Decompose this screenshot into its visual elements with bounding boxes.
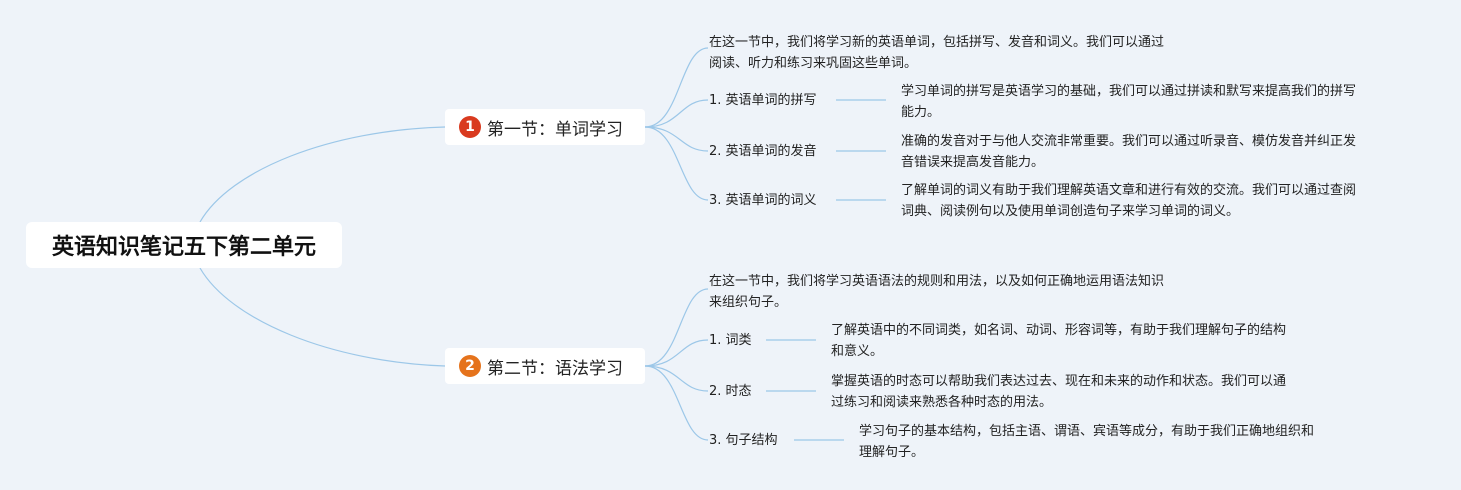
section-2-item-2[interactable]: 2. 时态	[709, 384, 752, 399]
detail-line: 了解英语中的不同词类，如名词、动词、形容词等，有助于我们理解句子的结构	[831, 323, 1287, 338]
section-1-item-2[interactable]: 2. 英语单词的发音	[709, 144, 817, 159]
root-topic[interactable]: 英语知识笔记五下第二单元	[26, 222, 342, 268]
section-1-item-3[interactable]: 3. 英语单词的词义	[709, 193, 817, 208]
section-1-intro-line-2: 阅读、听力和练习来巩固这些单词。	[709, 56, 918, 71]
detail-line: 和意义。	[831, 344, 884, 359]
detail-line: 词典、阅读例句以及使用单词创造句子来学习单词的词义。	[901, 204, 1240, 219]
section-2-item-2-detail[interactable]: 掌握英语的时态可以帮助我们表达过去、现在和未来的动作和状态。我们可以通 过练习和…	[831, 371, 1286, 413]
detail-line: 准确的发音对于与他人交流非常重要。我们可以通过听录音、模仿发音并纠正发	[901, 134, 1357, 149]
detail-line: 学习单词的拼写是英语学习的基础，我们可以通过拼读和默写来提高我们的拼写	[901, 84, 1357, 99]
section-1-item-2-detail[interactable]: 准确的发音对于与他人交流非常重要。我们可以通过听录音、模仿发音并纠正发 音错误来…	[901, 131, 1356, 173]
detail-line: 过练习和阅读来熟悉各种时态的用法。	[831, 395, 1053, 410]
section-2-item-3[interactable]: 3. 句子结构	[709, 433, 778, 448]
section-1-item-1[interactable]: 1. 英语单词的拼写	[709, 93, 817, 108]
section-2-intro[interactable]: 在这一节中，我们将学习英语语法的规则和用法，以及如何正确地运用语法知识 来组织句…	[709, 271, 1164, 313]
section-1-intro[interactable]: 在这一节中，我们将学习新的英语单词，包括拼写、发音和词义。我们可以通过 阅读、听…	[709, 32, 1164, 74]
section-2-number-badge: 2	[459, 355, 481, 377]
section-1-topic[interactable]: 1 第一节：单词学习	[445, 109, 645, 145]
section-1-item-1-detail[interactable]: 学习单词的拼写是英语学习的基础，我们可以通过拼读和默写来提高我们的拼写 能力。	[901, 81, 1356, 123]
section-2-title: 第二节：语法学习	[487, 358, 623, 379]
section-2-item-1[interactable]: 1. 词类	[709, 333, 752, 348]
section-1-number-badge: 1	[459, 116, 481, 138]
detail-line: 学习句子的基本结构，包括主语、谓语、宾语等成分，有助于我们正确地组织和	[859, 424, 1315, 439]
detail-line: 理解句子。	[859, 445, 925, 460]
section-2-intro-line-1: 在这一节中，我们将学习英语语法的规则和用法，以及如何正确地运用语法知识	[709, 274, 1165, 289]
section-2-topic[interactable]: 2 第二节：语法学习	[445, 348, 645, 384]
detail-line: 音错误来提高发音能力。	[901, 155, 1045, 170]
section-1-item-3-detail[interactable]: 了解单词的词义有助于我们理解英语文章和进行有效的交流。我们可以通过查阅 词典、阅…	[901, 180, 1356, 222]
detail-line: 了解单词的词义有助于我们理解英语文章和进行有效的交流。我们可以通过查阅	[901, 183, 1357, 198]
section-1-intro-line-1: 在这一节中，我们将学习新的英语单词，包括拼写、发音和词义。我们可以通过	[709, 35, 1165, 50]
detail-line: 能力。	[901, 105, 941, 120]
section-2-item-1-detail[interactable]: 了解英语中的不同词类，如名词、动词、形容词等，有助于我们理解句子的结构 和意义。	[831, 320, 1286, 362]
section-2-intro-line-2: 来组织句子。	[709, 295, 788, 310]
detail-line: 掌握英语的时态可以帮助我们表达过去、现在和未来的动作和状态。我们可以通	[831, 374, 1287, 389]
section-2-item-3-detail[interactable]: 学习句子的基本结构，包括主语、谓语、宾语等成分，有助于我们正确地组织和 理解句子…	[859, 421, 1314, 463]
section-1-title: 第一节：单词学习	[487, 119, 623, 140]
root-title: 英语知识笔记五下第二单元	[51, 235, 316, 260]
